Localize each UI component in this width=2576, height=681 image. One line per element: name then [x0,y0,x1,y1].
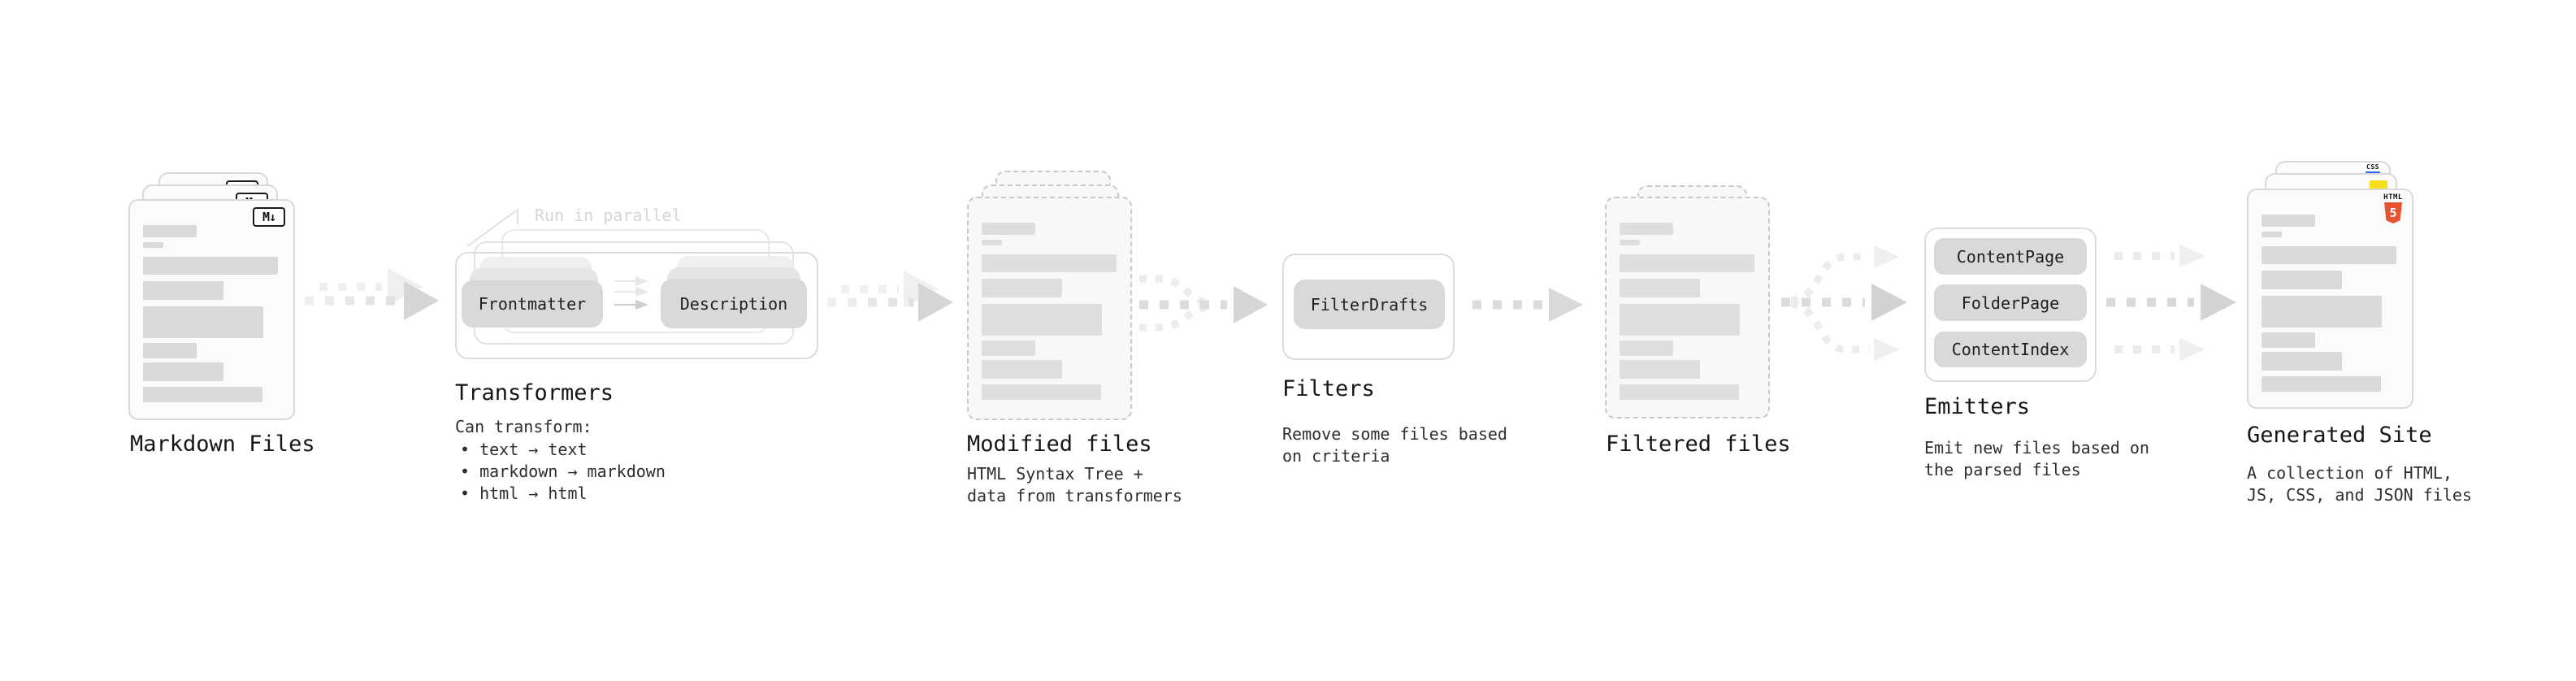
text-placeholder-bar [1620,304,1740,336]
transformers-note-title: Can transform: [455,417,592,436]
stage-label-filtered-files: Filtered files [1606,432,1791,457]
text-placeholder-bar [2262,232,2282,237]
text-placeholder-bar [982,340,1035,356]
stage-label-modified-files: Modified files [967,432,1152,457]
arrow-transformers-to-modified-ghost [841,271,939,308]
text-placeholder-bar [143,306,263,338]
text-placeholder-bar [982,223,1035,235]
text-placeholder-bar [2262,352,2342,371]
text-placeholder-bar [1620,254,1754,272]
arrow-markdown-to-transformers [305,281,439,320]
text-placeholder-bar [982,360,1062,379]
emitters-description: Emit new files based on the parsed files [1924,438,2149,479]
contentindex-node: ContentIndex [1934,332,2087,367]
filters-description: Remove some files based on criteria [1282,424,1507,466]
stage-label-emitters: Emitters [1924,394,2031,419]
stage-label-transformers: Transformers [455,380,614,406]
markdown-document-front: M↓ [128,199,295,420]
bullet-item: markdown → markdown [460,461,666,483]
generated-site-description: A collection of HTML, JS, CSS, and JSON … [2247,463,2472,505]
filterdrafts-node: FilterDrafts [1294,280,1445,329]
bullet-item: html → html [460,483,666,505]
text-placeholder-bar [1620,360,1700,379]
arrow-filtered-to-emitters [1781,245,1907,361]
text-placeholder-bar [1620,340,1673,356]
text-placeholder-bar [2262,296,2382,327]
arrow-transformers-to-modified [827,283,953,322]
text-placeholder-bar [143,387,262,402]
transformers-frame-front [455,252,818,359]
text-placeholder-bar [982,384,1101,400]
text-placeholder-bar [2262,376,2381,392]
arrow-filters-to-filtered [1472,288,1583,322]
modified-files-description: HTML Syntax Tree + data from transformer… [967,464,1182,505]
html5-icon: HTML 5 [2383,194,2403,223]
frontmatter-node: Frontmatter [462,280,603,327]
contentpage-node: ContentPage [1934,238,2087,275]
text-placeholder-bar [143,257,278,275]
text-placeholder-bar [143,362,223,381]
text-placeholder-bar [143,242,163,248]
stage-label-generated-site: Generated Site [2247,423,2432,448]
stage-label-filters: Filters [1282,376,1375,401]
description-node: Description [661,279,807,328]
text-placeholder-bar [982,254,1117,272]
stage-label-markdown-files: Markdown Files [130,432,315,457]
text-placeholder-bar [143,281,223,300]
text-placeholder-bar [1620,384,1739,400]
text-placeholder-bar [2262,246,2396,264]
text-placeholder-bar [143,343,197,358]
text-placeholder-bar [1620,223,1673,235]
text-placeholder-bar [2262,215,2315,227]
folderpage-node: FolderPage [1934,284,2087,321]
arrow-emitters-to-generated [2106,245,2236,361]
arrow-modified-to-filters [1139,275,1268,332]
css-icon: CSS [2363,164,2383,174]
arrow-markdown-to-transformers-ghost [319,268,423,306]
text-placeholder-bar [143,225,197,237]
transformers-bullet-list: text → text markdown → markdown html → h… [460,439,666,505]
text-placeholder-bar [982,279,1062,297]
text-placeholder-bar [982,304,1102,336]
bullet-item: text → text [460,439,666,461]
text-placeholder-bar [1620,240,1640,245]
filtered-document-front [1605,197,1770,419]
run-in-parallel-annotation: Run in parallel [535,206,682,225]
text-placeholder-bar [1620,279,1700,297]
modified-document-front [967,197,1132,420]
html-document-front: HTML 5 [2247,189,2413,409]
markdown-icon: M↓ [253,207,285,227]
text-placeholder-bar [2262,332,2315,348]
text-placeholder-bar [2262,271,2342,289]
text-placeholder-bar [982,240,1002,245]
